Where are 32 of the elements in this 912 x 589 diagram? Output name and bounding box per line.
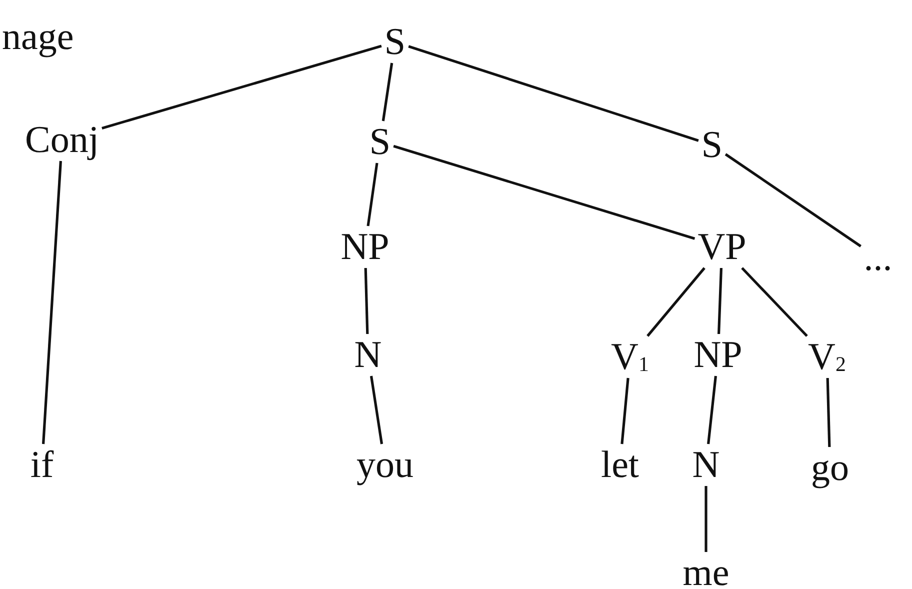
tree-node-label: me	[680, 552, 732, 589]
tree-node-label: let	[598, 444, 642, 486]
tree-node-label: Conj	[22, 119, 102, 161]
tree-branch-line	[704, 486, 708, 552]
tree-node-label: S	[381, 21, 409, 63]
tree-branch-line	[382, 62, 394, 122]
tree-node-label: S	[366, 121, 394, 163]
tree-branch-line	[826, 378, 831, 448]
tree-node-label: NP	[690, 334, 746, 376]
tree-branch-line	[364, 268, 369, 334]
tree-branch-line	[717, 268, 723, 334]
cut-off-word: nage	[2, 18, 74, 56]
tree-node-label: ...	[860, 237, 896, 279]
tree-branch-line	[646, 267, 706, 337]
tree-branch-line	[42, 160, 62, 444]
tree-node-label: NP	[338, 226, 392, 268]
tree-node-label: go	[808, 447, 852, 489]
tree-branch-line	[741, 267, 808, 337]
tree-node-label: N	[351, 334, 385, 376]
tree-branch-line	[102, 44, 382, 130]
tree-branch-line	[408, 45, 699, 142]
tree-node-label: if	[27, 444, 57, 486]
tree-branch-line	[707, 376, 717, 444]
tree-branch-line	[370, 376, 384, 444]
tree-node-label: S	[698, 124, 726, 166]
tree-node-label: VP	[694, 226, 750, 268]
tree-node-label: N	[689, 444, 723, 486]
tree-branch-line	[393, 144, 696, 240]
tree-branch-line	[620, 378, 630, 444]
tree-branch-line	[366, 162, 378, 226]
tree-branch-line	[724, 153, 862, 248]
tree-node-label: you	[354, 444, 416, 486]
